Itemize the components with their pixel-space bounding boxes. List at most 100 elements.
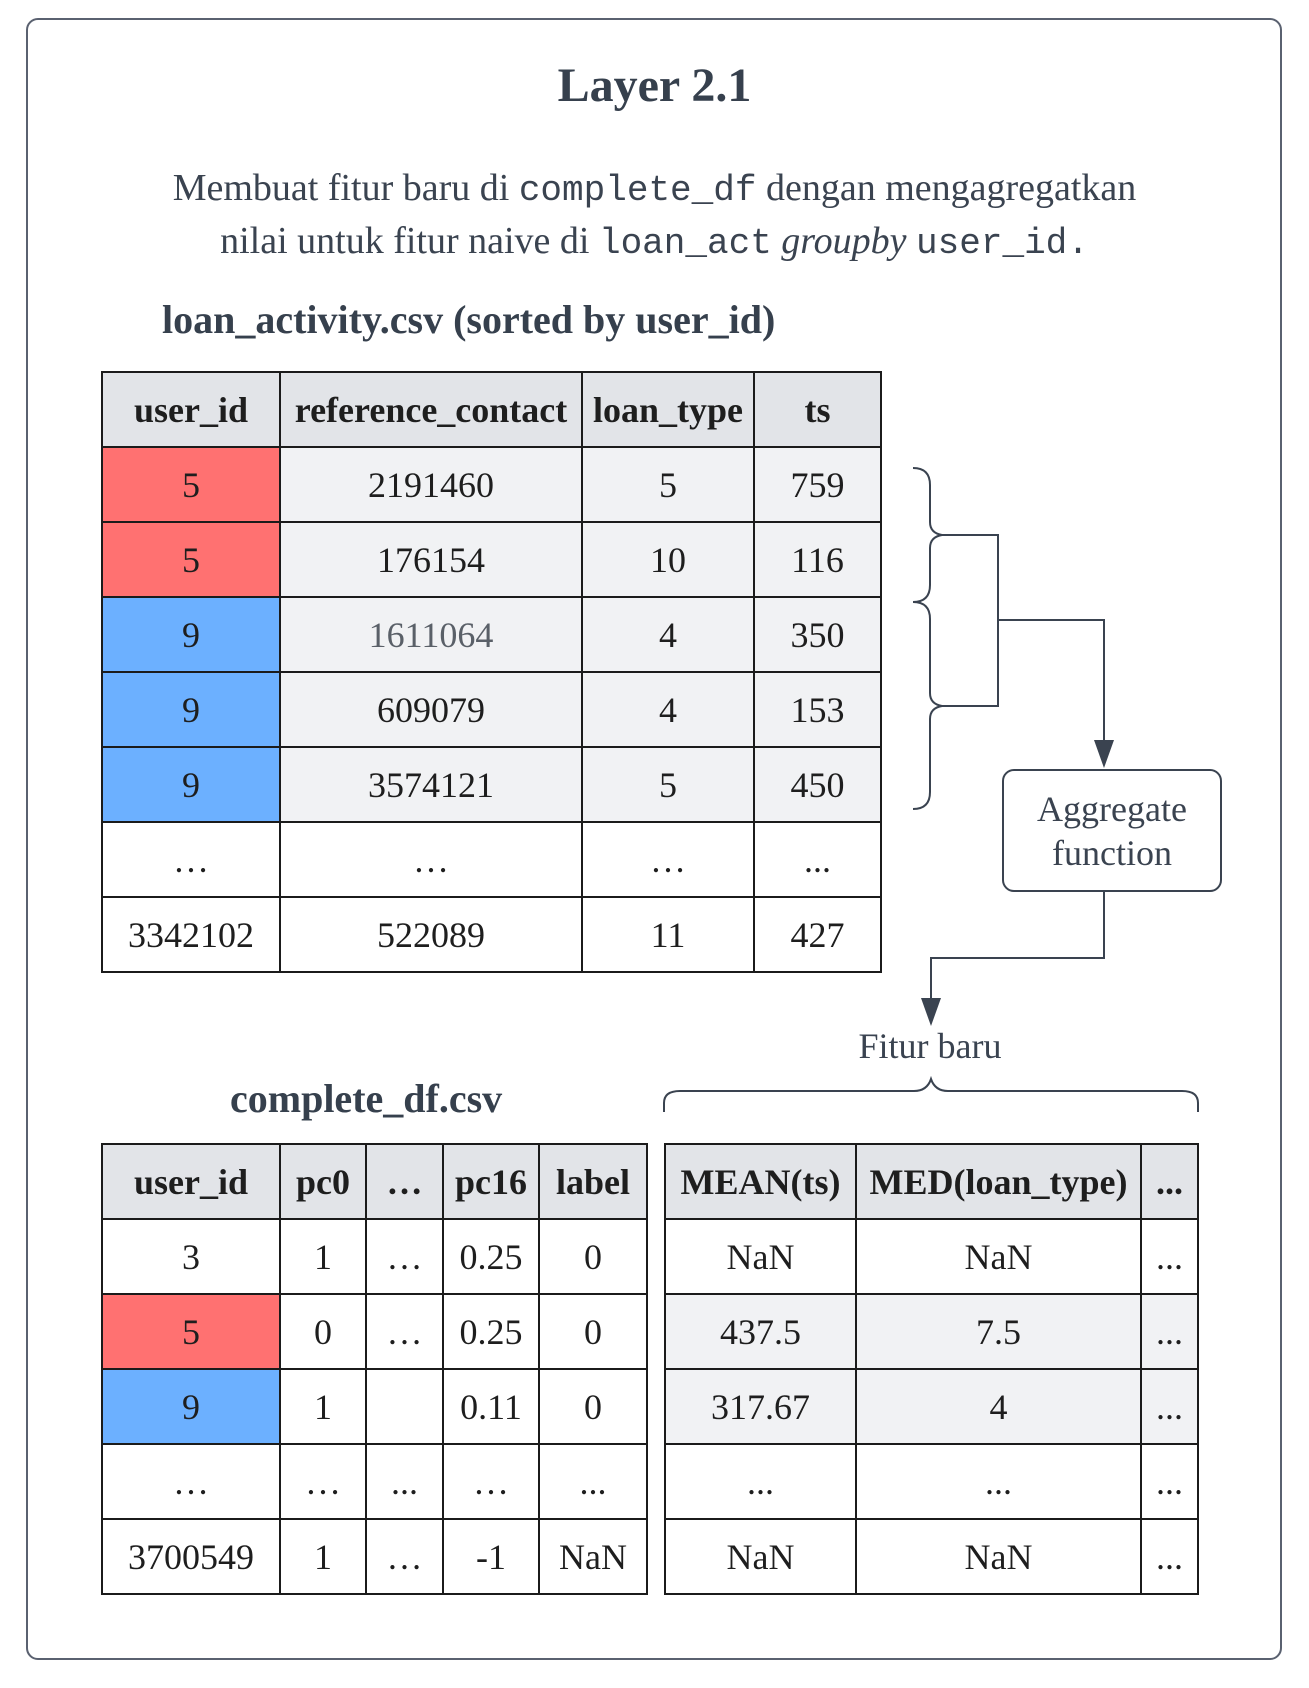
loan-table-caption: loan_activity.csv (sorted by user_id) bbox=[162, 297, 776, 342]
loan-cell-user-id: 5 bbox=[101, 521, 281, 598]
table-row: 317.67 4 ... bbox=[664, 1368, 1199, 1445]
diagram-frame bbox=[26, 18, 1282, 1660]
feature-cell-med-loan-type: ... bbox=[855, 1443, 1142, 1520]
complete-cell-pc0: … bbox=[279, 1443, 367, 1520]
desc-line2-pre: nilai untuk fitur naive di bbox=[220, 220, 599, 262]
connector-to-fitur-baru bbox=[930, 892, 1105, 1000]
group-link-user-5 bbox=[942, 534, 999, 620]
complete-cell-pc16: 0.25 bbox=[442, 1293, 540, 1370]
loan-cell-loan-type: 5 bbox=[581, 746, 755, 823]
complete-cell-user-id: 3700549 bbox=[101, 1518, 281, 1595]
loan-activity-table: user_id reference_contact loan_type ts 5… bbox=[101, 371, 882, 973]
complete-header-ellipsis: … bbox=[365, 1143, 444, 1220]
feature-header-mean-ts: MEAN(ts) bbox=[664, 1143, 857, 1220]
aggregate-function-box: Aggregate function bbox=[1002, 769, 1222, 892]
loan-cell-loan-type: 10 bbox=[581, 521, 755, 598]
table-row: 3342102 522089 11 427 bbox=[101, 896, 882, 973]
loan-cell-ts: ... bbox=[753, 821, 882, 898]
connector-to-aggregate bbox=[998, 619, 1105, 742]
desc-line1-pre: Membuat fitur baru di bbox=[172, 167, 519, 209]
complete-cell-label: 0 bbox=[538, 1368, 648, 1445]
complete-cell-label: 0 bbox=[538, 1218, 648, 1295]
complete-cell-pc0: 1 bbox=[279, 1368, 367, 1445]
feature-cell-mean-ts: 437.5 bbox=[664, 1293, 857, 1370]
complete-cell-user-id: 5 bbox=[101, 1293, 281, 1370]
complete-cell-pc0: 1 bbox=[279, 1518, 367, 1595]
loan-cell-loan-type: … bbox=[581, 821, 755, 898]
feature-cell-med-loan-type: NaN bbox=[855, 1518, 1142, 1595]
feature-cell-ellipsis: ... bbox=[1140, 1443, 1199, 1520]
complete-cell-pc16: 0.25 bbox=[442, 1218, 540, 1295]
brace-user-5 bbox=[912, 467, 943, 603]
desc-line2-code: loan_act bbox=[598, 223, 772, 264]
feature-cell-ellipsis: ... bbox=[1140, 1293, 1199, 1370]
loan-header-user-id: user_id bbox=[101, 371, 281, 448]
table-row: … … … ... bbox=[101, 821, 882, 898]
loan-cell-reference-contact: 1611064 bbox=[279, 596, 583, 673]
loan-cell-reference-contact: 176154 bbox=[279, 521, 583, 598]
complete-table-caption: complete_df.csv bbox=[230, 1076, 503, 1121]
desc-line1-post: dengan mengagregatkan bbox=[756, 167, 1137, 209]
fitur-baru-label: Fitur baru bbox=[858, 1026, 1002, 1066]
brace-user-9 bbox=[912, 601, 943, 810]
table-row: 3700549 1 … -1 NaN bbox=[101, 1518, 648, 1595]
loan-header-ts: ts bbox=[753, 371, 882, 448]
feature-header-med-loan-type: MED(loan_type) bbox=[855, 1143, 1142, 1220]
complete-cell-user-id: … bbox=[101, 1443, 281, 1520]
complete-cell-pc16: -1 bbox=[442, 1518, 540, 1595]
desc-line2-end: . bbox=[1067, 223, 1089, 264]
loan-cell-ts: 116 bbox=[753, 521, 882, 598]
loan-header-reference-contact: reference_contact bbox=[279, 371, 583, 448]
feature-cell-med-loan-type: NaN bbox=[855, 1218, 1142, 1295]
loan-cell-reference-contact: 522089 bbox=[279, 896, 583, 973]
loan-cell-loan-type: 11 bbox=[581, 896, 755, 973]
loan-cell-reference-contact: 609079 bbox=[279, 671, 583, 748]
feature-cell-mean-ts: NaN bbox=[664, 1218, 857, 1295]
complete-cell-user-id: 3 bbox=[101, 1218, 281, 1295]
loan-cell-user-id: 5 bbox=[101, 446, 281, 523]
complete-cell-pc0: 0 bbox=[279, 1293, 367, 1370]
complete-header-user-id: user_id bbox=[101, 1143, 281, 1220]
complete-cell-ellipsis: … bbox=[365, 1293, 444, 1370]
complete-cell-ellipsis: ... bbox=[365, 1443, 444, 1520]
table-row: 437.5 7.5 ... bbox=[664, 1293, 1199, 1370]
table-row: NaN NaN ... bbox=[664, 1218, 1199, 1295]
feature-cell-ellipsis: ... bbox=[1140, 1368, 1199, 1445]
loan-cell-reference-contact: 3574121 bbox=[279, 746, 583, 823]
aggregate-label-line1: Aggregate bbox=[1037, 788, 1187, 829]
complete-header-label: label bbox=[538, 1143, 648, 1220]
complete-cell-pc0: 1 bbox=[279, 1218, 367, 1295]
feature-cell-mean-ts: NaN bbox=[664, 1518, 857, 1595]
complete-cell-label: 0 bbox=[538, 1293, 648, 1370]
feature-cell-ellipsis: ... bbox=[1140, 1518, 1199, 1595]
table-row: NaN NaN ... bbox=[664, 1518, 1199, 1595]
loan-cell-user-id: 9 bbox=[101, 671, 281, 748]
feature-cell-med-loan-type: 4 bbox=[855, 1368, 1142, 1445]
group-link-user-9 bbox=[942, 620, 999, 707]
loan-cell-loan-type: 4 bbox=[581, 671, 755, 748]
loan-cell-user-id: 9 bbox=[101, 746, 281, 823]
aggregate-label-line2: function bbox=[1052, 832, 1172, 873]
complete-cell-pc16: … bbox=[442, 1443, 540, 1520]
complete-cell-ellipsis: … bbox=[365, 1518, 444, 1595]
table-row: 5 176154 10 116 bbox=[101, 521, 882, 598]
brace-fitur-baru bbox=[663, 1075, 1199, 1112]
desc-line2-code2: user_id bbox=[916, 223, 1068, 264]
table-row: 5 0 … 0.25 0 bbox=[101, 1293, 648, 1370]
table-row: 5 2191460 5 759 bbox=[101, 446, 882, 523]
complete-header-pc0: pc0 bbox=[279, 1143, 367, 1220]
loan-cell-user-id: 9 bbox=[101, 596, 281, 673]
loan-cell-reference-contact: … bbox=[279, 821, 583, 898]
feature-cell-mean-ts: 317.67 bbox=[664, 1368, 857, 1445]
feature-cell-mean-ts: ... bbox=[664, 1443, 857, 1520]
loan-cell-ts: 350 bbox=[753, 596, 882, 673]
arrowhead-fitur-baru bbox=[921, 998, 941, 1026]
loan-cell-user-id: … bbox=[101, 821, 281, 898]
complete-cell-label: ... bbox=[538, 1443, 648, 1520]
new-features-table: MEAN(ts) MED(loan_type) ... NaN NaN ... … bbox=[664, 1143, 1199, 1595]
complete-cell-pc16: 0.11 bbox=[442, 1368, 540, 1445]
loan-cell-ts: 427 bbox=[753, 896, 882, 973]
diagram-title: Layer 2.1 bbox=[557, 59, 752, 112]
desc-line1-code: complete_df bbox=[518, 170, 757, 211]
